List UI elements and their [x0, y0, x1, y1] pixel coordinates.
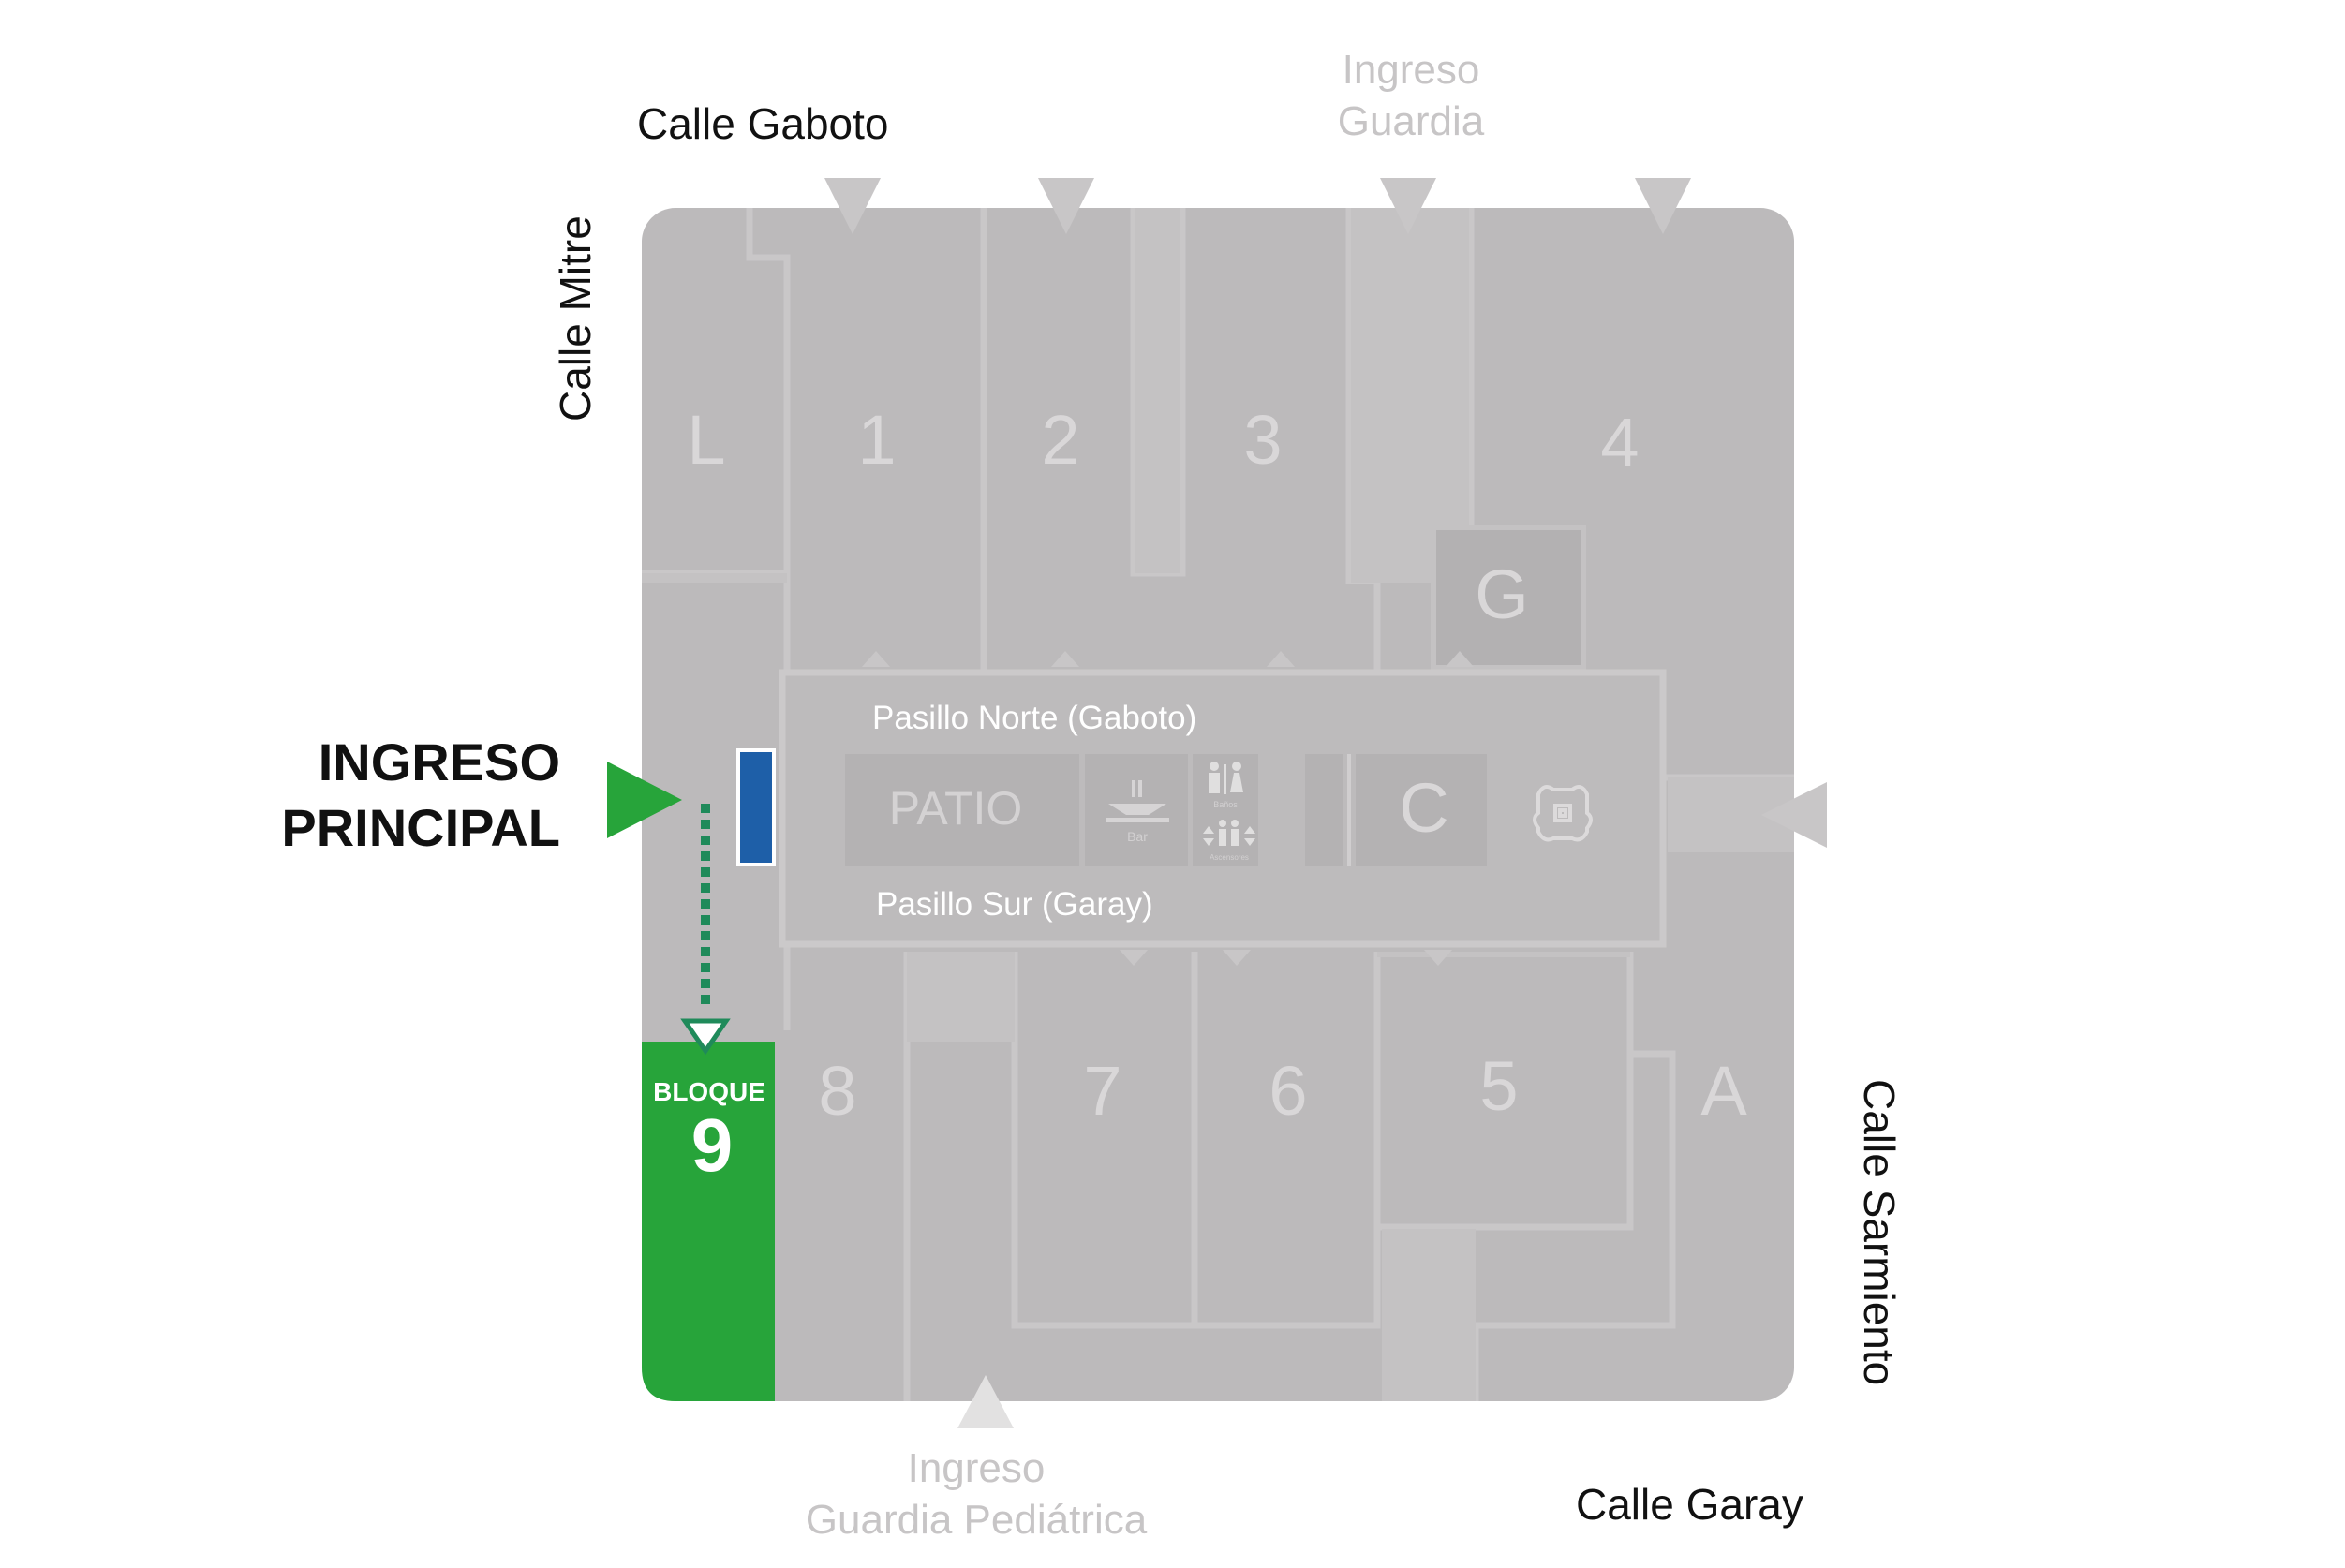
corridor-bands: [642, 208, 1794, 1401]
corridor-arrows: [862, 651, 1474, 966]
entrance-pediatrica-line1: Ingreso: [908, 1445, 1046, 1491]
top-entrance-arrows: [824, 178, 1691, 234]
entrance-guardia-line2: Guardia: [1338, 98, 1485, 144]
block-9-highlight[interactable]: [642, 1042, 775, 1401]
chapel-icon: [1533, 784, 1593, 842]
block-G-label: G: [1475, 555, 1529, 633]
block-C[interactable]: [1356, 754, 1487, 866]
corridor-south-label: Pasillo Sur (Garay): [876, 886, 1153, 923]
block-5-label: 5: [1479, 1047, 1518, 1125]
street-west: Calle Mitre: [551, 215, 600, 422]
entrance-pediatrica-line2: Guardia Pediátrica: [806, 1497, 1148, 1543]
block-9-number: 9: [691, 1103, 734, 1187]
street-east: Calle Sarmiento: [1855, 1079, 1904, 1385]
ascensores-label: Ascensores: [1210, 853, 1249, 862]
entrance-arrow-icon: [957, 1375, 1014, 1428]
down-arrow-icon: [1038, 178, 1094, 234]
block-G[interactable]: [1431, 525, 1586, 671]
block-2-label: 2: [1041, 401, 1079, 479]
block-L-label: L: [687, 401, 725, 479]
block-1-label: 1: [857, 401, 896, 479]
main-entrance-line1: INGRESO: [319, 732, 560, 791]
entrance-arrow-icon: [1761, 782, 1827, 848]
down-arrow-icon: [1380, 178, 1436, 234]
main-entrance-line2: PRINCIPAL: [281, 798, 560, 857]
you-are-here-marker: [736, 748, 776, 866]
street-south: Calle Garay: [1576, 1480, 1803, 1529]
down-arrow-icon: [1635, 178, 1691, 234]
restroom-icon: [1209, 762, 1243, 794]
patio-area[interactable]: [845, 754, 1079, 866]
block-C-label: C: [1399, 769, 1448, 847]
block-A-label: A: [1700, 1052, 1747, 1130]
banos-label: Baños: [1213, 800, 1238, 809]
bar-label: Bar: [1127, 829, 1148, 844]
route-arrowhead-icon: [680, 1018, 731, 1056]
block-4-label: 4: [1600, 404, 1639, 481]
block-9-caption: BLOQUE: [653, 1077, 765, 1106]
patio-label: PATIO: [889, 782, 1023, 835]
bar-icon: [1106, 780, 1169, 822]
corridor-north-label: Pasillo Norte (Gaboto): [872, 700, 1196, 736]
elevator-icon: [1203, 820, 1255, 846]
block-3-label: 3: [1243, 401, 1282, 479]
block-7-label: 7: [1083, 1052, 1121, 1130]
main-entrance-arrow-icon: [607, 762, 682, 838]
street-north: Calle Gaboto: [637, 99, 889, 148]
block-8-label: 8: [818, 1052, 856, 1130]
entrance-guardia-line1: Ingreso: [1343, 47, 1480, 93]
down-arrow-icon: [824, 178, 881, 234]
block-6-label: 6: [1269, 1052, 1307, 1130]
side-room: [1305, 754, 1343, 866]
